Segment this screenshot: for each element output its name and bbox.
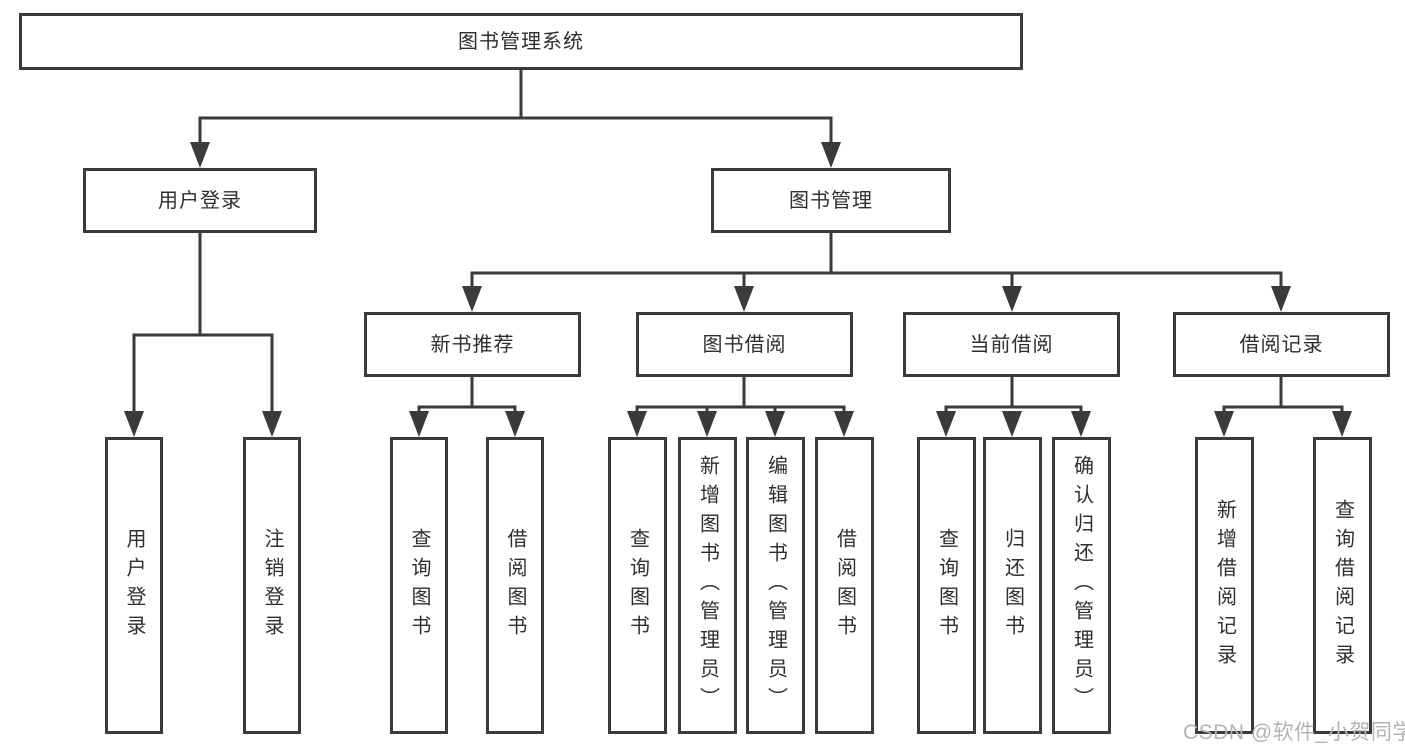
leaf-logout: 注销登录: [243, 437, 301, 734]
tree-connector-path: [132, 68, 1344, 414]
arrowhead-icon: [462, 286, 482, 312]
leaf-add-book-admin: 新增图书（管理员）: [678, 437, 737, 734]
leaf-user-login: 用户登录: [105, 437, 163, 734]
leaf-add-borrow-record: 新增借阅记录: [1195, 437, 1254, 734]
node-new-book-recommend: 新书推荐: [364, 312, 581, 377]
arrowhead-icon: [124, 411, 144, 437]
node-library-system: 图书管理系统: [19, 13, 1023, 70]
node-current-borrowing: 当前借阅: [903, 312, 1120, 377]
arrowhead-icon: [627, 411, 647, 437]
arrowhead-icon: [505, 411, 525, 437]
arrowhead-icon: [734, 286, 754, 312]
node-borrow-records: 借阅记录: [1173, 312, 1390, 377]
leaf-query-books-current: 查询图书: [917, 437, 976, 734]
arrowhead-icon: [1002, 411, 1022, 437]
leaf-query-borrow-record: 查询借阅记录: [1313, 437, 1372, 734]
leaf-borrow-books: 借阅图书: [815, 437, 874, 734]
arrowhead-icon: [190, 142, 210, 168]
arrowhead-icon: [936, 411, 956, 437]
arrowhead-icon: [834, 411, 854, 437]
node-book-borrowing: 图书借阅: [636, 312, 853, 377]
leaf-query-books-borrow: 查询图书: [608, 437, 667, 734]
arrowhead-icon: [821, 142, 841, 168]
arrowhead-icon: [409, 411, 429, 437]
arrowhead-icon: [1071, 411, 1091, 437]
leaf-edit-book-admin: 编辑图书（管理员）: [746, 437, 805, 734]
arrowhead-icon: [697, 411, 717, 437]
arrowhead-icon: [1002, 286, 1022, 312]
arrowhead-icon: [1332, 411, 1352, 437]
arrowhead-icon: [1214, 411, 1234, 437]
leaf-borrow-books-recommend: 借阅图书: [486, 437, 544, 734]
arrowhead-icon: [765, 411, 785, 437]
leaf-confirm-return-admin: 确认归还（管理员）: [1052, 437, 1111, 734]
arrowhead-icon: [262, 411, 282, 437]
leaf-query-books-recommend: 查询图书: [390, 437, 448, 734]
node-user-login: 用户登录: [83, 168, 317, 233]
watermark: CSDN @软件_小贺同学: [1183, 721, 1405, 744]
node-book-management: 图书管理: [711, 168, 951, 233]
arrowhead-icon: [1271, 286, 1291, 312]
leaf-return-books: 归还图书: [983, 437, 1042, 734]
